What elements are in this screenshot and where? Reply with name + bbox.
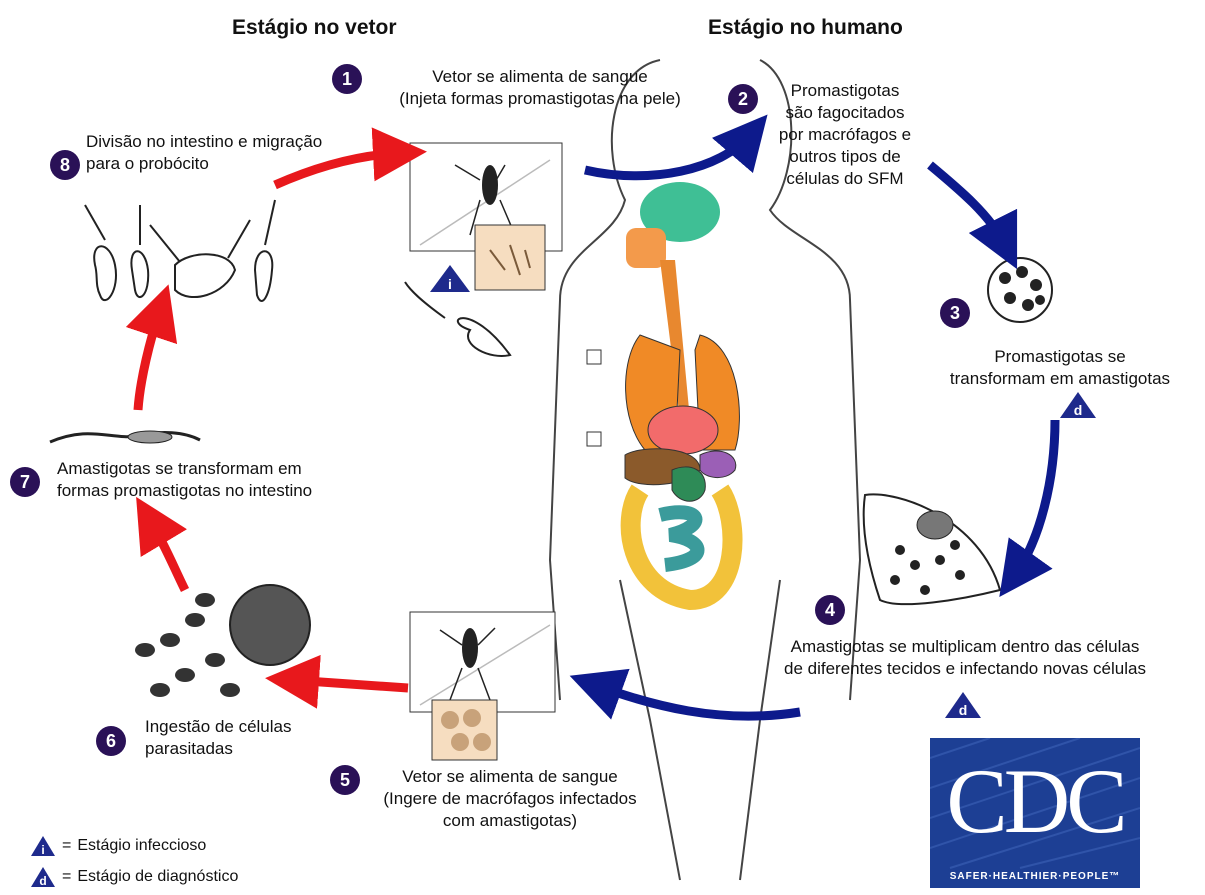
diagnostic-legend-icon: d <box>30 866 56 888</box>
step-5-line-3: com amastigotas) <box>360 810 660 832</box>
intestine-organ <box>660 512 698 565</box>
step-3-line-1: Promastigotas se <box>930 346 1190 368</box>
step-5-label: Vetor se alimenta de sangue (Ingere de m… <box>360 766 660 832</box>
parasitized-cells <box>135 585 310 697</box>
step-6-line-1: Ingestão de células <box>145 716 292 738</box>
step-3-label: Promastigotas se transformam em amastigo… <box>930 346 1190 390</box>
arrow-2-to-3 <box>930 165 1005 245</box>
step-7-badge: 7 <box>10 467 40 497</box>
vector-stage-header: Estágio no vetor <box>232 16 397 40</box>
step-2-line-1: Promastigotas <box>760 80 930 102</box>
step-1-line-1: Vetor se alimenta de sangue <box>365 66 715 88</box>
arrow-5-to-6 <box>292 680 408 688</box>
step-1-label: Vetor se alimenta de sangue (Injeta form… <box>365 66 715 110</box>
infectious-stage-marker: i <box>430 265 470 292</box>
step-1-badge: 1 <box>332 64 362 94</box>
step-7-line-2: formas promastigotas no intestino <box>57 480 312 502</box>
skin-site-marker-bottom <box>587 432 601 446</box>
step-8-label: Divisão no intestino e migração para o p… <box>86 131 322 175</box>
legend-infectious: i = Estágio infeccioso <box>30 835 206 857</box>
cdc-logo-text: CDC <box>930 738 1140 863</box>
step-4-line-1: Amastigotas se multiplicam dentro das cé… <box>740 636 1190 658</box>
step-3-line-2: transformam em amastigotas <box>930 368 1190 390</box>
spleen-organ <box>700 451 736 478</box>
step-2-line-4: outros tipos de <box>760 146 930 168</box>
step-5-line-1: Vetor se alimenta de sangue <box>360 766 660 788</box>
nasal-organ <box>626 228 666 268</box>
sandfly-feeding-image-top <box>410 143 562 290</box>
step-1-line-2: (Injeta formas promastigotas na pele) <box>365 88 715 110</box>
macrophage-cell <box>988 258 1052 322</box>
step-6-line-2: parasitadas <box>145 738 292 760</box>
step-6-badge: 6 <box>96 726 126 756</box>
svg-text:d: d <box>959 702 968 718</box>
arrow-7-to-8 <box>138 310 160 410</box>
step-8-line-1: Divisão no intestino e migração <box>86 131 322 153</box>
step-2-label: Promastigotas são fagocitados por macróf… <box>760 80 930 190</box>
step-8-line-2: para o probócito <box>86 153 322 175</box>
heart-organ <box>648 406 718 454</box>
human-stage-header: Estágio no humano <box>708 16 903 40</box>
svg-text:i: i <box>448 276 452 292</box>
step-2-badge: 2 <box>728 84 758 114</box>
svg-text:d: d <box>1074 402 1083 418</box>
arrow-6-to-7 <box>150 520 185 590</box>
legend-diagnostic: d = Estágio de diagnóstico <box>30 866 238 888</box>
arrow-4-to-5 <box>595 685 800 716</box>
skin-site-marker-top <box>587 350 601 364</box>
arrow-3-to-4 <box>1015 420 1055 575</box>
step-4-label: Amastigotas se multiplicam dentro das cé… <box>740 636 1190 680</box>
step-5-badge: 5 <box>330 765 360 795</box>
legend-label-diagnostic: Estágio de diagnóstico <box>77 868 238 886</box>
diagnostic-stage-marker-3: d <box>1060 392 1096 418</box>
step-5-line-2: (Ingere de macrófagos infectados <box>360 788 660 810</box>
legend-equals-1: = <box>62 837 71 855</box>
cdc-logo-tagline: SAFER·HEALTHIER·PEOPLE™ <box>930 871 1140 882</box>
step-4-badge: 4 <box>815 595 845 625</box>
infectious-legend-icon: i <box>30 835 56 857</box>
legend-label-infectious: Estágio infeccioso <box>77 837 206 855</box>
step-2-line-2: são fagocitados <box>760 102 930 124</box>
legend-equals-2: = <box>62 868 71 886</box>
step-3-badge: 3 <box>940 298 970 328</box>
step-4-line-2: de diferentes tecidos e infectando novas… <box>740 658 1190 680</box>
step-6-label: Ingestão de células parasitadas <box>145 716 292 760</box>
step-7-line-1: Amastigotas se transformam em <box>57 458 312 480</box>
step-8-badge: 8 <box>50 150 80 180</box>
diagnostic-stage-marker-4: d <box>945 692 981 718</box>
promastigote-near-vector <box>405 282 510 356</box>
step-2-line-3: por macrófagos e <box>760 124 930 146</box>
sandfly-feeding-image-bottom <box>410 612 555 760</box>
step-7-label: Amastigotas se transformam em formas pro… <box>57 458 312 502</box>
step-2-line-5: células do SFM <box>760 168 930 190</box>
infected-tissue-cell <box>864 494 1000 604</box>
stomach-organ <box>672 467 705 501</box>
svg-text:i: i <box>41 843 44 857</box>
arrow-1-to-2 <box>585 135 750 176</box>
promastigote-in-gut <box>50 431 200 443</box>
promastigotes-dividing <box>85 200 275 301</box>
svg-text:d: d <box>39 874 46 888</box>
cdc-logo: CDC SAFER·HEALTHIER·PEOPLE™ <box>930 738 1140 888</box>
